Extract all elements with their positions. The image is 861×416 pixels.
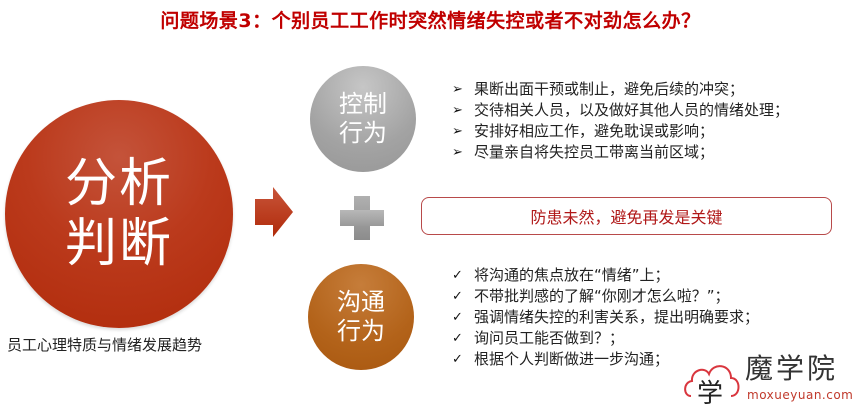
communicate-actions-list: ✓将沟通的焦点放在“情绪”上； ✓不带批判感的了解“你刚才怎么啦？”； ✓强调情… bbox=[452, 265, 759, 370]
key-message-text: 防患未然，避免再发是关键 bbox=[530, 208, 723, 227]
analysis-caption: 员工心理特质与情绪发展趋势 bbox=[7, 336, 203, 354]
check-icon: ✓ bbox=[452, 310, 463, 325]
moxueyuan-logo: 学 魔学院 moxueyuan.com bbox=[683, 352, 853, 408]
list-item: ✓将沟通的焦点放在“情绪”上； bbox=[452, 266, 670, 284]
communicate-line-2: 行为 bbox=[337, 317, 385, 345]
list-item: ➢尽量亲自将失控员工带离当前区域； bbox=[452, 143, 715, 161]
control-line-2: 行为 bbox=[339, 119, 387, 147]
arrow-bullet-icon: ➢ bbox=[452, 124, 463, 139]
svg-text:学: 学 bbox=[697, 379, 723, 408]
check-icon: ✓ bbox=[452, 352, 463, 367]
list-item: ✓询问员工能否做到？； bbox=[452, 329, 625, 347]
control-line-1: 控制 bbox=[339, 90, 387, 118]
control-actions-list: ➢果断出面干预或制止，避免后续的冲突； ➢交待相关人员，以及做好其他人员的情绪处… bbox=[452, 79, 789, 163]
arrow-bullet-icon: ➢ bbox=[452, 103, 463, 118]
list-item: ➢果断出面干预或制止，避免后续的冲突； bbox=[452, 80, 745, 98]
arrow-bullet-icon: ➢ bbox=[452, 82, 463, 97]
check-icon: ✓ bbox=[452, 268, 463, 283]
logo-name: 魔学院 bbox=[745, 352, 839, 385]
arrow-bullet-icon: ➢ bbox=[452, 145, 463, 160]
logo-url: moxueyuan.com bbox=[747, 388, 854, 402]
list-item: ➢交待相关人员，以及做好其他人员的情绪处理； bbox=[452, 101, 790, 119]
plus-icon bbox=[340, 196, 384, 240]
communicate-line-1: 沟通 bbox=[337, 288, 385, 316]
analysis-line-1: 分析 bbox=[64, 154, 173, 214]
key-message-box: 防患未然，避免再发是关键 bbox=[421, 197, 832, 235]
page-title: 问题场景3：个别员工工作时突然情绪失控或者不对劲怎么办？ bbox=[160, 10, 701, 32]
analysis-circle: 分析 判断 bbox=[5, 100, 233, 328]
check-icon: ✓ bbox=[452, 331, 463, 346]
check-icon: ✓ bbox=[452, 289, 463, 304]
list-item: ✓根据个人判断做进一步沟通； bbox=[452, 350, 670, 368]
list-item: ✓不带批判感的了解“你刚才怎么啦？”； bbox=[452, 287, 730, 305]
arrow-right-icon bbox=[255, 187, 293, 237]
list-item: ✓强调情绪失控的利害关系，提出明确要求； bbox=[452, 308, 760, 326]
analysis-line-2: 判断 bbox=[64, 214, 173, 274]
communicate-behavior-circle: 沟通 行为 bbox=[308, 264, 414, 370]
control-behavior-circle: 控制 行为 bbox=[310, 66, 416, 172]
cloud-logo-icon: 学 bbox=[684, 365, 740, 408]
list-item: ➢安排好相应工作，避免耽误或影响； bbox=[452, 122, 715, 140]
